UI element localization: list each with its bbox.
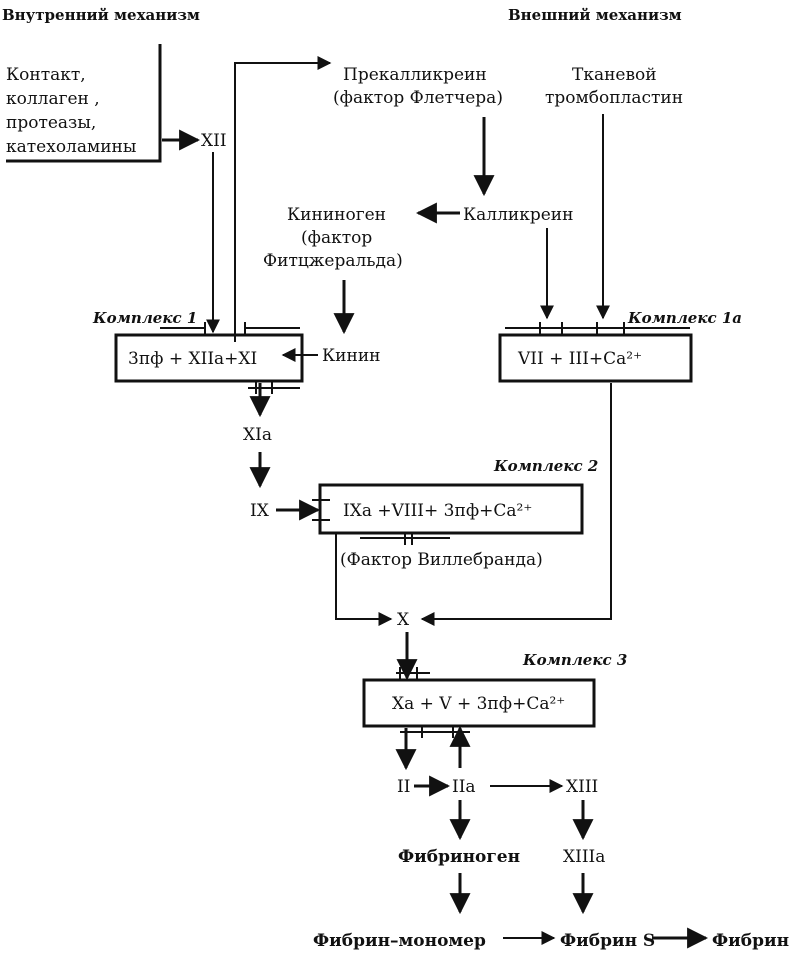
complex1a-content: VII + III+Ca²⁺ xyxy=(517,349,642,369)
complex1-box xyxy=(114,333,304,383)
complex2-box xyxy=(318,483,584,535)
fibrin: Фибрин xyxy=(712,931,789,951)
fibrinogen: Фибриноген xyxy=(398,847,520,867)
complex3-content: Xa + V + 3пф+Ca²⁺ xyxy=(392,694,565,714)
complex1a-label: Комплекс 1а xyxy=(627,309,742,327)
contact-line-1: Контакт, xyxy=(6,65,86,85)
complex1-content: 3пф + XIIa+XI xyxy=(128,349,257,369)
arrow-complex1-prekallikrein xyxy=(234,56,332,342)
arrow-complex2-x xyxy=(335,533,393,626)
kinin: Кинин xyxy=(322,346,380,366)
kallikrein: Калликреин xyxy=(463,205,573,225)
intrinsic-header: Внутренний механизм xyxy=(2,6,200,24)
complex1-label: Комплекс 1 xyxy=(92,309,197,327)
complex2-content: IXa +VIII+ 3пф+Ca²⁺ xyxy=(343,501,532,521)
kininogen-line-2: (фактор xyxy=(301,228,372,248)
factor-iia: IIa xyxy=(452,777,476,797)
complex1-ticks xyxy=(160,322,300,394)
prekallikrein-line-1: Прекалликреин xyxy=(343,65,487,85)
thromboplastin-line-1: Тканевой xyxy=(572,65,657,85)
contact-line-2: коллаген , xyxy=(6,89,100,109)
thromboplastin-line-2: тромбопластин xyxy=(545,88,683,108)
complex1a-ticks xyxy=(505,322,690,334)
contact-line-4: катехоламины xyxy=(6,137,136,157)
complex2-label: Комплекс 2 xyxy=(493,457,598,475)
kininogen-line-3: Фитцжеральда) xyxy=(263,251,403,271)
factor-x: X xyxy=(397,610,410,630)
prekallikrein-line-2: (фактор Флетчера) xyxy=(333,88,503,108)
willebrand-factor: (Фактор Виллебранда) xyxy=(340,550,543,570)
factor-xiiia: XIIIa xyxy=(563,847,605,867)
arrow-complex1a-x xyxy=(420,383,612,626)
fibrin-monomer: Фибрин–мономер xyxy=(313,931,486,951)
extrinsic-header: Внешний механизм xyxy=(508,6,682,24)
factor-xia: XIa xyxy=(243,425,272,445)
factor-ii: II xyxy=(397,777,410,797)
contact-line-3: протеазы, xyxy=(6,113,96,133)
kininogen-line-1: Кининоген xyxy=(287,205,386,225)
factor-ix: IX xyxy=(250,501,270,521)
complex3-label: Комплекс 3 xyxy=(522,651,627,669)
contact-bracket xyxy=(6,44,162,163)
complex3-box xyxy=(362,678,596,728)
factor-xiii: XIII xyxy=(566,777,598,797)
complex2-ticks xyxy=(312,499,450,545)
complex1a-box xyxy=(498,333,693,383)
factor-xii: XII xyxy=(201,131,227,151)
fibrin-s: Фибрин S xyxy=(560,931,655,951)
